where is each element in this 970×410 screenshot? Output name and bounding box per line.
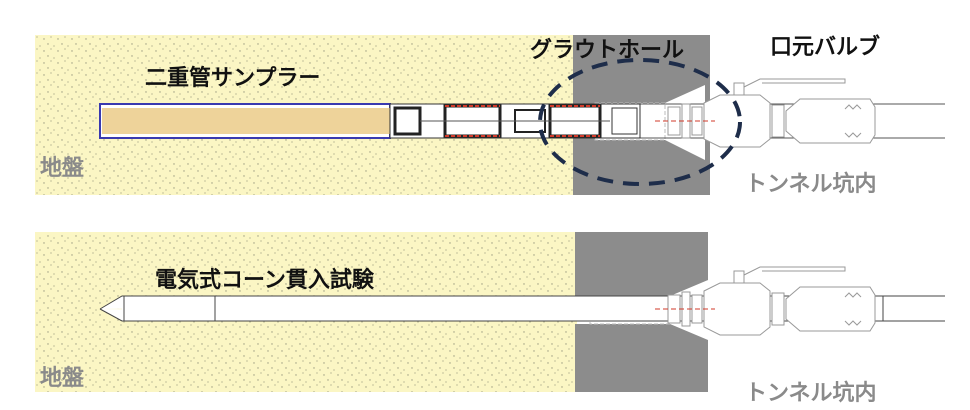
concrete-lining [573,35,710,195]
tunnel-label-bottom: トンネル坑内 [745,381,877,406]
ground-label-bottom: 地盤 [40,366,85,391]
grout-hole-highlight [538,58,742,186]
top-panel [35,35,945,195]
tunnel-label-top: トンネル坑内 [745,172,877,197]
valve-label: 口元バルブ [770,35,881,60]
sampler-seals [393,104,638,138]
ground-label-top: 地盤 [40,156,85,181]
soil-core [102,108,390,134]
bottom-panel [35,232,945,392]
cone-test-label: 電気式コーン貫入試験 [155,268,374,293]
grout-hole-label: グラウトホール [530,38,685,63]
concrete-lining [575,232,708,392]
sampler-label: 二重管サンプラー [145,66,321,91]
